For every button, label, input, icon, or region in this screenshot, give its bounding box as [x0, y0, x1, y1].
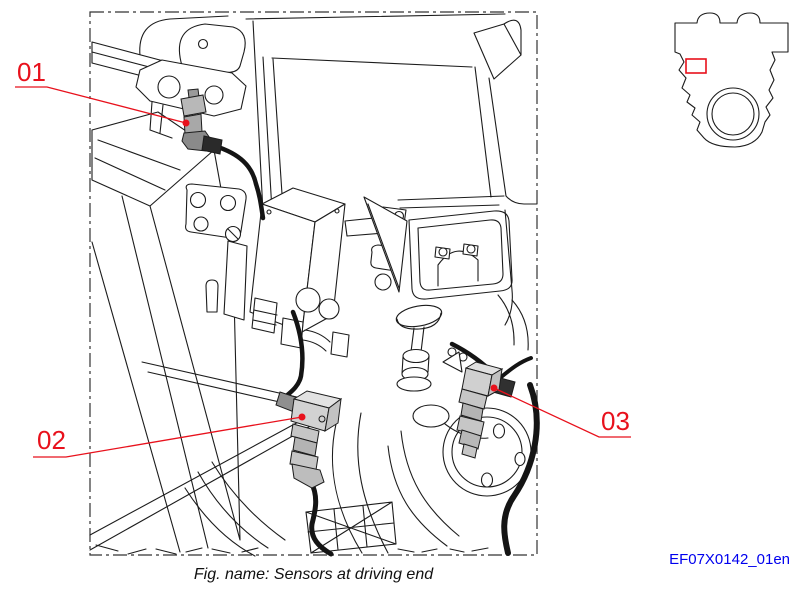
callout-02-label: 02	[37, 425, 66, 455]
machine-line-art	[89, 13, 538, 557]
sensor-02-cable-in	[282, 309, 305, 400]
callout-03-dot	[490, 384, 498, 392]
callout-01-label: 01	[17, 57, 46, 87]
sensor-03-cable-up	[498, 356, 533, 380]
callout-03-leader-line	[493, 387, 631, 438]
sensor-03	[456, 361, 516, 459]
sensor-cables	[212, 143, 540, 557]
callout-02: 02	[33, 413, 306, 458]
callout-02-leader-line	[33, 416, 303, 458]
figure-border	[89, 11, 538, 556]
right-cable	[501, 382, 540, 556]
sensor-02-cable-out	[308, 479, 334, 557]
locator-highlight-rect	[685, 58, 707, 74]
callout-01: 01	[15, 57, 190, 127]
callout-02-dot	[298, 413, 306, 421]
callout-03-label: 03	[601, 406, 630, 436]
figure-caption: Fig. name: Sensors at driving end	[193, 566, 434, 583]
sensor-02	[275, 390, 343, 489]
sensor-01	[180, 88, 223, 155]
figure-reference-code: EF07X0142_01en	[669, 551, 790, 568]
flywheel-outer-circle	[706, 87, 760, 141]
callout-01-leader-line	[15, 86, 187, 124]
sensor-01-cable	[212, 143, 266, 221]
engine-outline	[674, 12, 789, 148]
callout-01-dot	[182, 119, 190, 127]
callout-03: 03	[490, 384, 631, 438]
flywheel-inner-circle	[711, 92, 755, 136]
engine-locator-thumbnail	[674, 12, 789, 148]
